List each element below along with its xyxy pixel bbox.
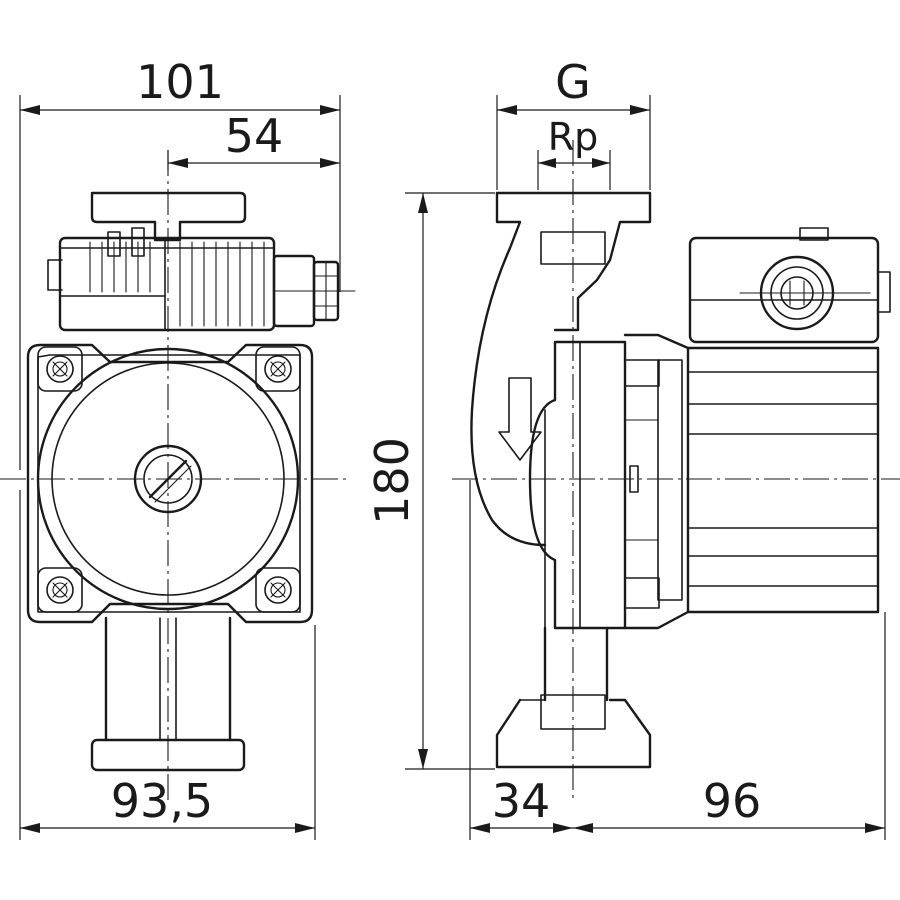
side-top-flange [495,191,652,332]
side-top-port [540,231,606,265]
motor-outer-ring [36,347,300,611]
front-housing-inner [37,354,301,613]
side-bottom-port [540,694,606,730]
label-101: 101 [136,55,224,109]
side-lower-pipe [543,626,609,702]
front-top-flange [90,191,247,242]
side-bottom-flange [495,698,652,769]
side-view [452,140,900,800]
side-terminal-box [688,227,891,344]
label-34: 34 [492,774,551,828]
side-motor [686,346,880,614]
front-view [0,150,356,800]
label-rp: Rp [548,115,599,159]
label-g: G [555,55,591,109]
side-motor-flange [623,333,690,630]
vent-screw [133,444,203,514]
terminal-box [47,227,276,332]
dimension-lines [19,95,886,840]
cable-gland [272,254,356,328]
front-lower-neck [104,616,232,742]
label-93-5: 93,5 [111,774,213,828]
label-180: 180 [365,437,419,525]
side-volute-left [470,191,547,547]
front-bottom-flange [90,738,246,772]
label-54: 54 [225,109,284,163]
side-housing [528,340,627,630]
front-housing [26,343,314,624]
front-screws [37,346,301,613]
label-96: 96 [703,774,762,828]
motor-inner-ring [51,362,285,596]
side-flange-plate [657,359,683,601]
flow-direction-arrow [498,377,542,461]
